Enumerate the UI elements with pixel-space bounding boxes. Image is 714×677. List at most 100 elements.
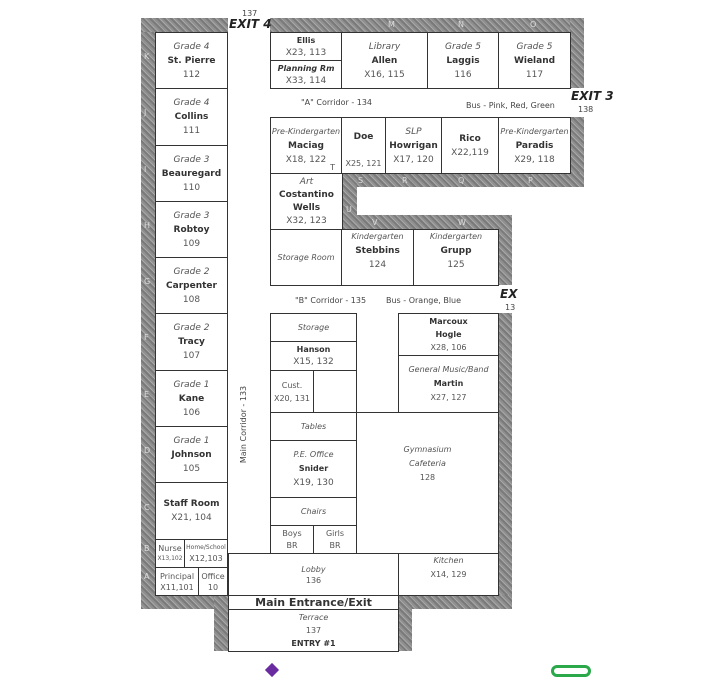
room-teacher: Kane [178,393,205,404]
room-number: 116 [454,69,472,80]
room-teacher: Carpenter [166,280,217,291]
room-type: Grade 4 [173,41,210,52]
room-teacher: Laggis [446,55,480,66]
room-name: Storage [297,322,330,332]
room-unlabeled[interactable] [313,370,357,413]
room-storage[interactable]: Storage [270,313,357,342]
room-type: General Music/Band [408,365,489,374]
wall-left [141,18,155,609]
wall-letter: O [530,20,537,29]
room-storage-room[interactable]: Storage Room [270,229,342,286]
room-name: Home/School [186,544,226,551]
room-name: Lobby [301,564,326,574]
room-name: Boys [282,528,302,538]
room-name: Girls [325,528,345,538]
wall-letter: E [144,390,150,399]
room-name: Tables [300,421,327,431]
main-entrance-exit[interactable]: Main Entrance/Exit [228,595,399,610]
room-tables[interactable]: Tables [270,412,357,441]
room-type: Grade 1 [173,379,210,390]
room-number: 105 [182,463,201,474]
wall-right-mid [570,117,584,187]
wall-letter: Q [458,176,465,185]
room-teacher: Martin [433,379,464,388]
room-type: P.E. Office [293,450,334,459]
room-number: 109 [182,238,201,249]
room-name: Terrace [298,613,329,622]
room-number: X17, 120 [393,154,434,165]
room-number: 128 [419,473,436,482]
room-marker: T [330,163,335,172]
room-teacher: Grupp [440,246,472,256]
room-type: BR [329,540,341,550]
room-chairs[interactable]: Chairs [270,497,357,526]
room-131[interactable]: Cust.X20, 131 [270,370,314,413]
room-type: Kindergarten [429,232,483,241]
room-teacher: Costantino [279,189,334,200]
room-number: 117 [525,69,544,80]
wall-letter: P [528,176,533,185]
room-type: BR [286,540,298,550]
room-name-2: Cafeteria [409,459,446,468]
room-teacher: Johnson [171,449,212,460]
b-corridor-bus: Bus - Orange, Blue [386,296,462,305]
wall-letter: C [144,503,150,512]
room-number: X11,101 [160,582,194,592]
wall-letter: I [144,165,147,174]
wall-bottom-left [141,595,228,609]
room-teacher: Howrigan [389,140,438,151]
wall-letter: M [388,20,395,29]
room-number: 111 [182,126,201,136]
a-corridor-label: "A" Corridor - 134 [301,98,373,107]
exit-4-label: EXIT 4 [229,17,272,31]
room-number: X19, 130 [293,478,334,488]
wall-right-k [498,215,512,285]
wall-top [270,18,584,32]
room-type: Grade 3 [173,154,210,165]
room-number: 108 [182,294,201,305]
room-teacher: Snider [298,464,329,473]
room-number: X27, 127 [430,393,467,402]
room-teacher: Robtoy [173,224,210,235]
wall-letter: R [402,176,408,185]
room-name: Nurse [158,544,182,553]
room-number: X12,103 [189,554,223,563]
room-type: Kindergarten [351,232,404,241]
